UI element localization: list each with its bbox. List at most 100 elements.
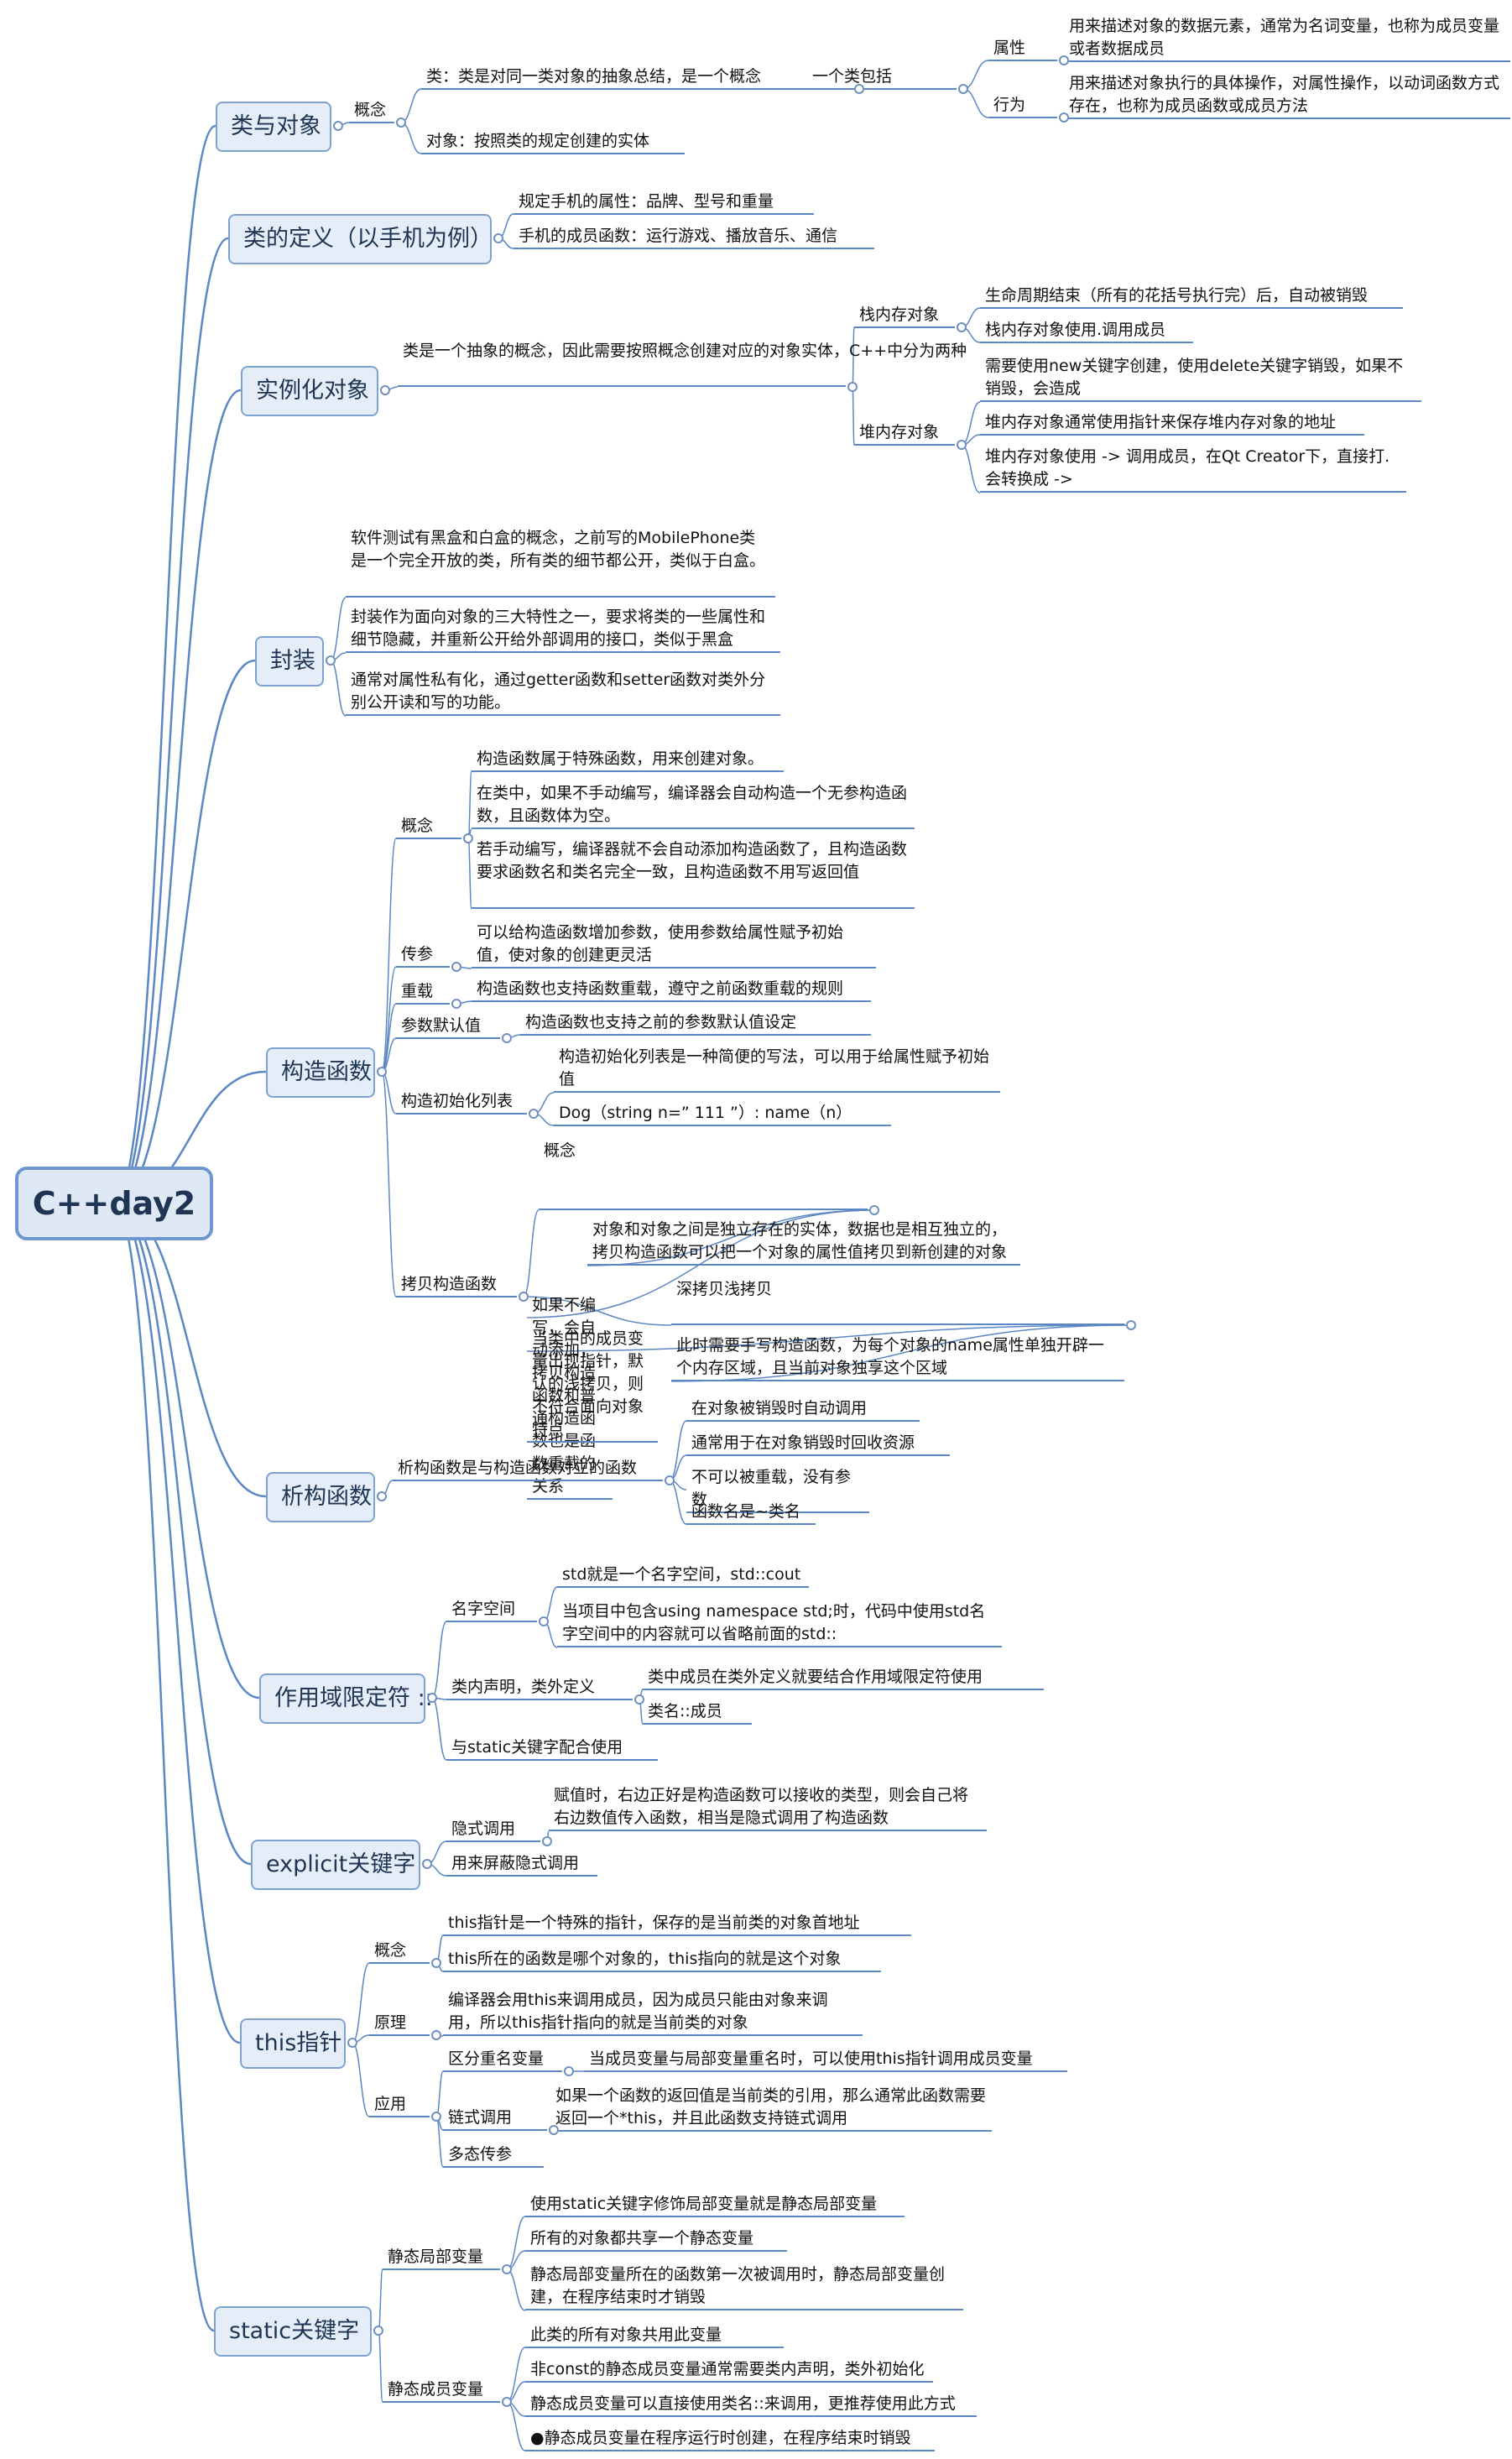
collapse-toggle-icon[interactable] — [333, 121, 343, 131]
leaf-node[interactable]: 可以给构造函数增加参数，使用参数给属性赋予初始值，使对象的创建更灵活 — [472, 921, 876, 968]
leaf-node[interactable]: Dog（string n=” 111 ”）: name（n） — [554, 1102, 891, 1126]
leaf-node[interactable]: 如果不编写，会自动添加，拷贝构造函数和普通构造函数也是函数重载的关系 — [527, 1294, 613, 1500]
leaf-node[interactable]: 编译器会用this来调用成员，因为成员只能由对象来调用，所以this指针指向的就… — [443, 1989, 863, 2036]
leaf-node[interactable]: 此类的所有对象共用此变量 — [525, 2324, 784, 2348]
topic-node[interactable]: 行为 — [988, 94, 1057, 118]
topic-node[interactable]: 一个类包括 — [807, 65, 957, 90]
topic-node[interactable]: 构造初始化列表 — [396, 1090, 527, 1115]
branch-node[interactable]: 实例化对象 — [241, 366, 378, 416]
topic-node[interactable]: 拷贝构造函数 — [396, 1273, 517, 1297]
leaf-node[interactable]: 当成员变量与局部变量重名时，可以使用this指针调用成员变量 — [584, 2048, 1067, 2072]
collapse-toggle-icon[interactable] — [431, 2112, 441, 2122]
leaf-node[interactable]: 构造函数属于特殊函数，用来创建对象。 — [472, 748, 784, 772]
branch-node[interactable]: 封装 — [255, 636, 324, 687]
collapse-toggle-icon[interactable] — [431, 2030, 441, 2040]
collapse-toggle-icon[interactable] — [957, 322, 967, 332]
leaf-node[interactable]: ●静态成员变量在程序运行时创建，在程序结束时销毁 — [525, 2427, 935, 2451]
collapse-toggle-icon[interactable] — [854, 84, 864, 94]
topic-node[interactable]: 静态局部变量 — [383, 2246, 500, 2270]
leaf-node[interactable]: 通常用于在对象销毁时回收资源 — [686, 1432, 950, 1456]
topic-node[interactable]: 参数默认值 — [396, 1015, 500, 1039]
collapse-toggle-icon[interactable] — [1059, 55, 1069, 65]
leaf-node[interactable]: 通常对属性私有化，通过getter函数和setter函数对类外分别公开读和写的功… — [346, 669, 780, 716]
leaf-node[interactable]: 构造函数也支持之前的参数默认值设定 — [520, 1011, 871, 1036]
leaf-node[interactable]: 对象：按照类的规定创建的实体 — [421, 130, 685, 154]
topic-node[interactable]: 栈内存对象 — [854, 304, 955, 328]
topic-node[interactable]: 链式调用 — [443, 2107, 547, 2131]
leaf-node[interactable]: 生命周期结束（所有的花括号执行完）后，自动被销毁 — [980, 285, 1403, 309]
topic-node[interactable]: 重载 — [396, 980, 450, 1005]
collapse-toggle-icon[interactable] — [957, 440, 967, 450]
leaf-node[interactable]: this指针是一个特殊的指针，保存的是当前类的对象首地址 — [443, 1912, 911, 1936]
topic-node[interactable]: 属性 — [988, 37, 1057, 61]
collapse-toggle-icon[interactable] — [463, 833, 473, 843]
topic-node[interactable]: 应用 — [369, 2093, 430, 2117]
leaf-node[interactable]: 规定手机的属性：品牌、型号和重量 — [514, 191, 814, 215]
branch-node[interactable]: this指针 — [240, 2018, 346, 2069]
leaf-node[interactable]: 与static关键字配合使用 — [446, 1736, 658, 1761]
leaf-node[interactable]: 对象和对象之间是独立存在的实体，数据也是相互独立的，拷贝构造函数可以把一个对象的… — [587, 1219, 1020, 1266]
collapse-toggle-icon[interactable] — [519, 1292, 529, 1302]
branch-node[interactable]: 作用域限定符 :: — [259, 1673, 433, 1724]
collapse-toggle-icon[interactable] — [502, 2264, 512, 2274]
leaf-node[interactable]: 软件测试有黑盒和白盒的概念，之前写的MobilePhone类是一个完全开放的类，… — [346, 527, 775, 598]
topic-node[interactable]: 隐式调用 — [446, 1818, 540, 1842]
leaf-node[interactable]: 如果一个函数的返回值是当前类的引用，那么通常此函数需要返回一个*this，并且此… — [550, 2085, 992, 2132]
collapse-toggle-icon[interactable] — [634, 1694, 644, 1705]
leaf-node[interactable]: 类名::成员 — [643, 1700, 752, 1725]
topic-node[interactable]: 名字空间 — [446, 1598, 537, 1622]
collapse-toggle-icon[interactable] — [493, 233, 503, 243]
collapse-toggle-icon[interactable] — [665, 1475, 675, 1485]
leaf-node[interactable]: 构造初始化列表是一种简便的写法，可以用于给属性赋予初始值 — [554, 1046, 1000, 1093]
root-node[interactable]: C++day2 — [15, 1167, 213, 1240]
leaf-node[interactable]: 此时需要手写构造函数，为每个对象的name属性单独开辟一个内存区域，且当前对象独… — [671, 1334, 1124, 1381]
leaf-node[interactable]: 栈内存对象使用.调用成员 — [980, 319, 1193, 343]
collapse-toggle-icon[interactable] — [451, 999, 461, 1009]
collapse-toggle-icon[interactable] — [380, 385, 390, 395]
leaf-node[interactable]: 非const的静态成员变量通常需要类内声明，类外初始化 — [525, 2358, 933, 2383]
branch-node[interactable]: 构造函数 — [266, 1047, 375, 1098]
collapse-toggle-icon[interactable] — [326, 655, 336, 666]
topic-node[interactable]: 类内声明，类外定义 — [446, 1676, 633, 1700]
leaf-node[interactable]: 使用static关键字修饰局部变量就是静态局部变量 — [525, 2193, 905, 2217]
branch-node[interactable]: static关键字 — [214, 2306, 372, 2357]
topic-node[interactable]: 概念 — [369, 1940, 430, 1964]
collapse-toggle-icon[interactable] — [347, 2038, 357, 2048]
topic-node[interactable]: 深拷贝浅拷贝 — [671, 1278, 1124, 1325]
leaf-node[interactable]: std就是一个名字空间，std::cout — [557, 1564, 809, 1588]
leaf-node[interactable]: 类中成员在类外定义就要结合作用域限定符使用 — [643, 1666, 1044, 1690]
collapse-toggle-icon[interactable] — [847, 382, 858, 392]
collapse-toggle-icon[interactable] — [373, 2326, 383, 2336]
leaf-node[interactable]: 静态成员变量可以直接使用类名::来调用，更推荐使用此方式 — [525, 2393, 977, 2417]
collapse-toggle-icon[interactable] — [377, 1491, 387, 1501]
collapse-toggle-icon[interactable] — [396, 117, 406, 128]
topic-node[interactable]: 堆内存对象 — [854, 421, 955, 446]
topic-node[interactable]: 概念 — [349, 99, 394, 123]
branch-node[interactable]: 类的定义（以手机为例） — [228, 214, 493, 264]
collapse-toggle-icon[interactable] — [1059, 112, 1069, 123]
leaf-node[interactable]: 当类中的成员变量出现指针，默认的浅拷贝，则不符合面向对象特点 — [527, 1328, 658, 1443]
topic-node[interactable]: 概念 — [539, 1140, 868, 1210]
leaf-node[interactable]: 需要使用new关键字创建，使用delete关键字销毁，如果不销毁，会造成 — [980, 355, 1421, 402]
topic-node[interactable]: 传参 — [396, 943, 450, 968]
branch-node[interactable]: explicit关键字 — [251, 1840, 420, 1890]
collapse-toggle-icon[interactable] — [549, 2125, 559, 2135]
leaf-node[interactable]: 所有的对象都共享一个静态变量 — [525, 2227, 787, 2252]
collapse-toggle-icon[interactable] — [564, 2066, 574, 2076]
collapse-toggle-icon[interactable] — [542, 1836, 552, 1846]
leaf-node[interactable]: 用来描述对象执行的具体操作，对属性操作，以动词函数方式存在，也称为成员函数或成员… — [1064, 72, 1510, 119]
topic-node[interactable]: 原理 — [369, 2012, 430, 2036]
topic-node[interactable]: 析构函数是与构造函数对立的函数 — [393, 1457, 663, 1481]
leaf-node[interactable]: 赋值时，右边正好是构造函数可以接收的类型，则会自己将右边数值传入函数，相当是隐式… — [549, 1784, 987, 1831]
topic-node[interactable]: 静态成员变量 — [383, 2378, 500, 2403]
collapse-toggle-icon[interactable] — [451, 962, 461, 972]
topic-node[interactable]: 区分重名变量 — [443, 2048, 562, 2072]
collapse-toggle-icon[interactable] — [869, 1205, 879, 1215]
topic-node[interactable]: 概念 — [396, 815, 461, 839]
collapse-toggle-icon[interactable] — [422, 1859, 432, 1869]
leaf-node[interactable]: 手机的成员函数：运行游戏、播放音乐、通信 — [514, 225, 874, 249]
topic-node[interactable]: 类：类是对同一类对象的抽象总结，是一个概念 — [421, 65, 852, 90]
collapse-toggle-icon[interactable] — [427, 1693, 437, 1703]
collapse-toggle-icon[interactable] — [431, 1958, 441, 1968]
leaf-node[interactable]: 函数名是~类名 — [686, 1501, 816, 1525]
